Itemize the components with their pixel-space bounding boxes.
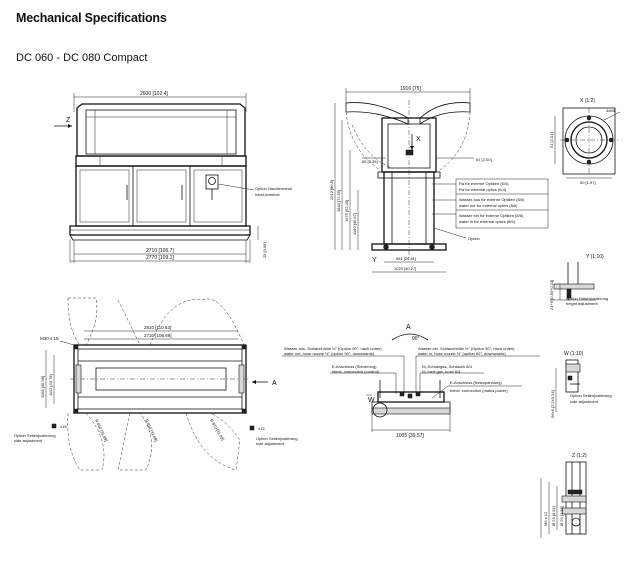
top-pm15-left: ±15 [60,424,67,429]
side-dim-h2: 1843 [72.55] [336,190,341,212]
detail-w-dim: 56±6 [2.2±0.24] [550,390,555,418]
top-arc-label-1: R 810 [31.89] [94,418,109,442]
side-callout-1: Ra für externe Optiken (6/4) [459,181,509,186]
detail-y: Y (1:10) 21+6 [0.83+0.24] Option Höhenju… [549,254,608,310]
section-a-callout-4: water in, hose nozzle ½" (option 90°, do… [418,351,506,356]
side-dim-1023: 1023 [40.27] [394,266,416,271]
section-a-callout-8: N₂ inert gas, hose 6/4 [422,369,461,374]
page-subtitle: DC 060 - DC 080 Compact [16,52,148,64]
detail-w-caption-en: side adjustment [570,399,599,404]
top-dim-left2: 1112 [43.78] [48,374,53,396]
section-a-callout-10: electr. connection (mains power) [450,388,508,393]
front-view: 2600 [102.4] Z Option Handtermin [54,91,292,263]
top-dim-2710: 2710 [106.69] [144,333,172,338]
front-dim-side: 25 [0.98] [262,242,267,258]
front-dim-outer: 2770 [109.1] [146,255,174,261]
detail-y-title: Y (1:10) [586,254,604,260]
front-callout-terminal-en: hand-terminal [255,192,280,197]
detail-x-title: X (1:2) [580,98,595,104]
section-a-callout-7: N₂-Schutzgas, Schlauch 6/4 [422,364,473,369]
detail-w-caption-de: Option Seitenjustierung [570,393,612,398]
top-dim-left1: 1168 [45.98] [40,376,45,398]
top-arc-label-3: R 810 [31.89] [209,418,225,441]
side-callout-3: Wasser aus für externe Optiken (8/6) [459,197,525,202]
section-a-callout-1: Wasser aus, Schlauchtülle ½" (Option 90°… [284,346,382,351]
detail-x-dim-right: 4xM6 [606,108,617,113]
section-a-dim-bottom: 1005 [39.57] [396,433,424,439]
side-callout-2: Ra for external optics (6/4) [459,187,507,192]
side-dim-h1: 2212 [86.8] [329,180,334,200]
side-dim-right: 51 [2.00] [476,157,492,162]
top-arc-label-2: R 810 [31.89] [144,418,159,442]
detail-x-dim-left: 51 [2.01] [549,132,554,148]
detail-w-title: W (1:10) [564,351,584,357]
top-dim-m30: M30 x 15 [40,336,59,341]
side-dim-85: 85 [3.35] [362,159,378,164]
detail-z: Z (1:2) M6 x 12 Ø 23 [0.91] Ø 29 [1.14] [540,453,587,538]
section-a-angle: 90° [412,336,420,342]
side-dim-h4: 1160 [45.67] [352,213,357,235]
top-view: 2810 [110.63] 2710 [106.69] M30 x 15 116… [14,297,298,471]
side-callout-4: water out for external optics (8/6) [459,203,518,208]
detail-y-caption-de: Option Höhenjustierung [566,296,608,301]
side-label-x: X [416,136,421,143]
side-label-y: Y [372,257,377,264]
detail-x-dim-bottom: 50 [1.97] [580,180,596,185]
top-pm15-right: ±15 [258,426,265,431]
side-dim-681: 681 [26.81] [396,256,416,261]
detail-z-dim-3: Ø 29 [1.14] [559,506,564,526]
section-a-callout-2: water out, hose nozzle ½" (option 90°, d… [284,351,375,356]
detail-z-title: Z (1:2) [572,453,587,459]
side-option-label: Option [468,236,480,241]
section-a-callout-3: Wasser ein, Schlauchtülle ½" (Option 90°… [418,346,515,351]
side-callout-5: Wasser ein für externe Optiken (8/6) [459,213,524,218]
front-label-z: Z [66,117,71,124]
top-label-a: A [272,380,277,387]
detail-z-dim-1: M6 x 12 [543,511,548,526]
top-caption-en-right: side adjustment [256,441,285,446]
detail-w: W (1:10) 56±6 [2.2±0.24] Option Seitenju… [550,351,612,418]
section-a-label-w: W [368,397,375,404]
side-view: 1916 [75] X Y 2212 [86.8] 1843 [72.55] 1 [329,86,549,273]
top-caption-de-right: Option Seitenjustierung [256,436,298,441]
section-a-callout-6: electr. connection (control) [332,369,380,374]
detail-x: X (1:2) 51 [2.01] 50 [1.97] 4xM6 [549,98,621,185]
section-a-callout-9: E-Anschluss (Netzspannung) [450,380,502,385]
detail-z-dim-2: Ø 23 [0.91] [551,506,556,526]
front-callout-terminal-de: Option Handterminal [255,186,292,191]
detail-y-caption-en: height adjustment [566,301,598,306]
top-caption-de-left: Option Seitenjustierung [14,433,56,438]
side-dim-top: 1916 [75] [400,86,421,92]
section-a-title: A [406,324,411,331]
side-dim-h3: 1575 [62.00] [344,200,349,222]
front-dim-inner: 2710 [106.7] [146,248,174,254]
top-dim-2810: 2810 [110.63] [144,325,171,330]
front-dim-top: 2600 [102.4] [140,91,168,97]
page-title: Mechanical Specifications [16,11,167,25]
top-caption-en-left: side adjustment [14,438,43,443]
side-callout-6: water in for external optics (8/6) [459,219,516,224]
section-a: A 90° Wasser aus, Schlauchtülle ½" (Opti… [282,324,540,439]
detail-y-dim: 21+6 [0.83+0.24] [549,280,554,310]
section-a-callout-5: E-Anschluss (Steuerung) [332,364,377,369]
